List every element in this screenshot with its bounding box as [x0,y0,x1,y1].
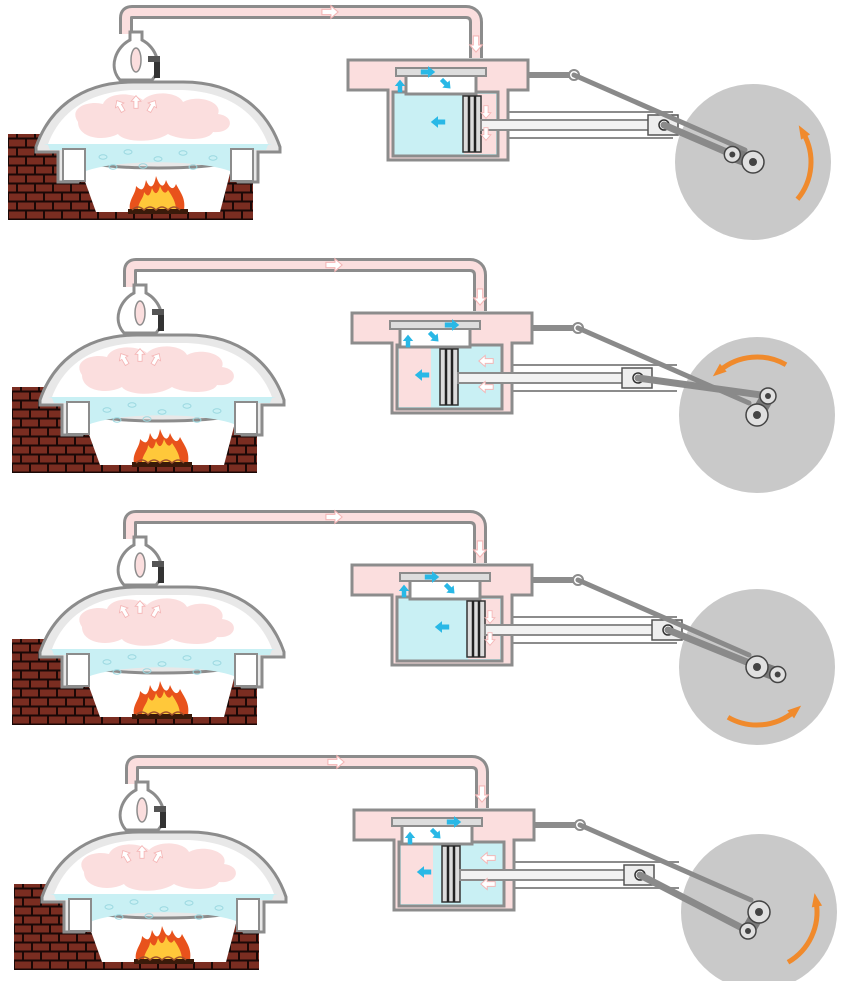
boiler [12,537,284,725]
engine-stage-3 [12,511,835,745]
fire-tube-right [235,654,257,686]
engine-cylinder [348,60,673,160]
fire-tube-left [67,402,89,434]
boiler [8,32,280,220]
fire-tube-left [63,149,85,181]
flywheel-assembly [574,75,831,240]
piston [442,846,460,902]
steam-pipe [126,6,482,58]
engine-cylinder [352,313,677,413]
steam-pipe [130,259,486,311]
steam-valve [131,48,141,72]
boiler [12,285,284,473]
engine-cylinder [352,565,677,665]
fire-tube-right [235,402,257,434]
piston [440,349,458,405]
boiler [14,782,286,970]
fire-tube-right [231,149,253,181]
piston-rod [485,625,665,635]
piston [463,96,481,152]
engine-stage-1 [8,6,831,240]
fire-tube-left [69,899,91,931]
engine-stage-4 [14,756,837,981]
engine-cylinder [354,810,679,910]
fire-tube-left [67,654,89,686]
fire-tube-right [237,899,259,931]
engine-stage-2 [12,259,835,493]
piston-rod [481,120,661,130]
steam-valve [135,301,145,325]
steam-valve [135,553,145,577]
flywheel-assembly [580,825,837,981]
flywheel-assembly [578,328,835,493]
steam-pipe [130,511,486,563]
steam-valve [137,798,147,822]
piston [467,601,485,657]
steam-pipe [132,756,488,808]
flywheel-assembly [578,580,835,745]
